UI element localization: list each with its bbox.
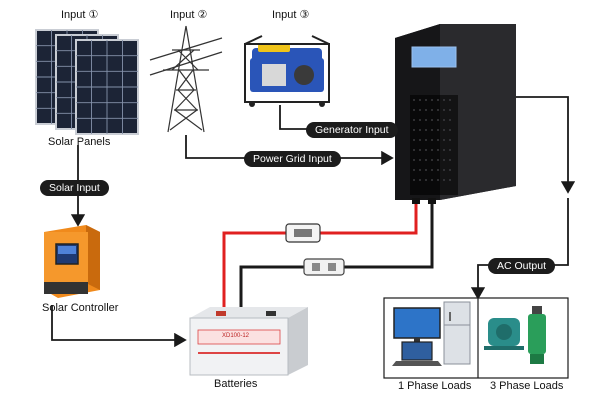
ac-output-line [512,96,576,194]
inverter-screen [411,46,457,68]
positive-wire [222,202,418,312]
solar-panel-icon [35,29,139,135]
solar-input-pill: Solar Input [40,180,109,196]
ac-output-down-line [470,198,569,300]
solar-panels-label: Solar Panels [48,136,111,148]
generator-input-pill: Generator Input [306,122,398,138]
pump-icon [528,306,546,364]
inverter-icon [395,24,516,204]
laptop-icon [392,341,442,366]
negative-wire [239,202,434,312]
fridge-icon [443,301,471,365]
batteries-label: Batteries [214,378,258,390]
solar-controller-label: Solar Controller [42,302,119,314]
solar-controller-icon [44,225,100,298]
input-grid-label: Input ② [170,9,208,21]
motor-icon [484,318,524,350]
ac-output-pill: AC Output [488,258,556,274]
battery-icon [189,307,308,376]
breaker-icon [303,258,345,276]
one-phase-loads-label: 1 Phase Loads [398,380,472,392]
tv-icon [393,307,441,342]
controller-to-battery-line [51,305,187,348]
power-grid-input-pill: Power Grid Input [244,151,341,167]
input-generator-label: Input ③ [272,9,310,21]
input-solar-label: Input ① [61,9,99,21]
generator-icon [244,35,330,107]
fuse-icon [285,223,321,243]
transmission-tower-icon [149,25,223,133]
battery-model-text: XD100-12 [222,333,250,339]
three-phase-loads-label: 3 Phase Loads [490,380,564,392]
